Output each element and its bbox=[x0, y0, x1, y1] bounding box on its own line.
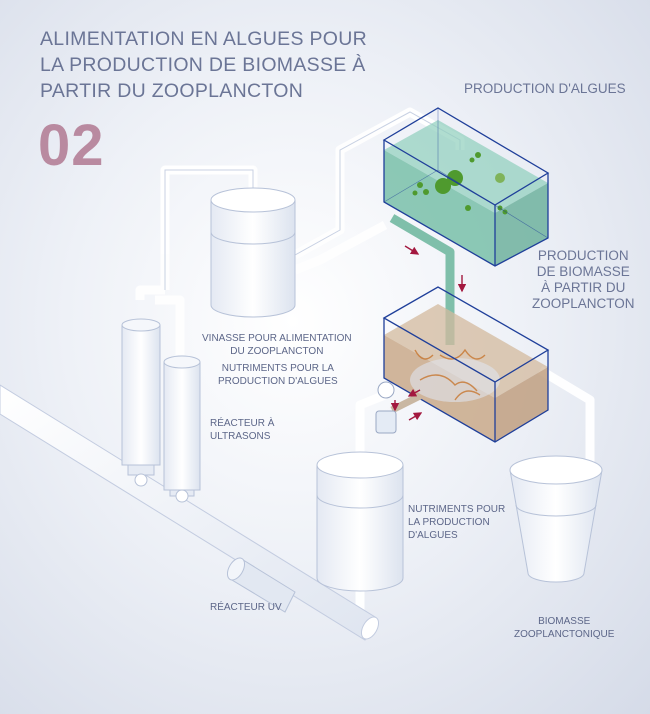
label-line: ZOOPLANCTON bbox=[532, 296, 635, 311]
label-vinasse: VINASSE POUR ALIMENTATION DU ZOOPLANCTON bbox=[202, 332, 352, 358]
zooplankton-tank bbox=[382, 286, 550, 443]
label-biomass-production: PRODUCTION DE BIOMASSE À PARTIR DU ZOOPL… bbox=[532, 248, 635, 312]
label-line: DE BIOMASSE bbox=[536, 264, 630, 279]
uv-reactor bbox=[226, 557, 296, 613]
label-line: RÉACTEUR À bbox=[210, 418, 275, 429]
flow-arrows bbox=[390, 245, 467, 421]
title-line: ALIMENTATION EN ALGUES POUR bbox=[40, 28, 368, 50]
label-line: NUTRIMENTS POUR LA bbox=[221, 363, 334, 374]
diagram-title: ALIMENTATION EN ALGUES POUR LA PRODUCTIO… bbox=[40, 26, 367, 104]
nutrients-tank bbox=[316, 451, 404, 592]
label-zooplankton-biomass: BIOMASSE ZOOPLANCTONIQUE bbox=[514, 615, 614, 641]
label-line: NUTRIMENTS POUR bbox=[408, 504, 506, 515]
label-line: D'ALGUES bbox=[408, 530, 458, 541]
label-line: ZOOPLANCTONIQUE bbox=[514, 629, 615, 640]
title-line: PARTIR DU ZOOPLANCTON bbox=[40, 80, 304, 102]
main-pipe bbox=[0, 384, 380, 641]
label-nutrients-bottom: NUTRIMENTS POUR LA PRODUCTION D'ALGUES bbox=[408, 503, 505, 542]
label-line: BIOMASSE bbox=[538, 616, 591, 627]
label-line: LA PRODUCTION bbox=[408, 517, 490, 528]
step-number: 02 bbox=[38, 113, 105, 178]
label-ultrasound-reactor: RÉACTEUR À ULTRASONS bbox=[210, 417, 274, 443]
label-line: DU ZOOPLANCTON bbox=[230, 346, 324, 357]
label-line: PRODUCTION bbox=[537, 248, 629, 263]
label-line: VINASSE POUR ALIMENTATION bbox=[202, 333, 352, 344]
biomass-container bbox=[509, 455, 603, 583]
label-nutrients-top: NUTRIMENTS POUR LA PRODUCTION D'ALGUES bbox=[218, 362, 338, 388]
label-line: PRODUCTION D'ALGUES bbox=[218, 376, 338, 387]
vinasse-tank bbox=[210, 187, 296, 318]
title-line: LA PRODUCTION DE BIOMASSE À bbox=[40, 54, 366, 76]
ultrasound-reactors bbox=[121, 318, 201, 503]
label-line: ULTRASONS bbox=[210, 431, 271, 442]
label-uv-reactor: RÉACTEUR UV bbox=[210, 602, 282, 613]
label-line: À PARTIR DU bbox=[541, 280, 626, 295]
label-algae-production: PRODUCTION D'ALGUES bbox=[464, 81, 626, 96]
algae-tank bbox=[382, 107, 550, 267]
